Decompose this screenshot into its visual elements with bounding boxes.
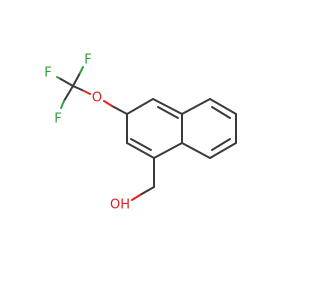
- bonds: [56, 66, 237, 201]
- bond: [126, 142, 155, 159]
- bond: [72, 72, 81, 87]
- bond: [152, 98, 183, 115]
- bond: [130, 138, 152, 151]
- bond: [56, 76, 60, 79]
- bond: [209, 142, 237, 159]
- bond: [126, 98, 154, 115]
- bond: [79, 66, 84, 74]
- atom-label-fluorine: F: [44, 66, 51, 81]
- bond: [63, 85, 74, 102]
- bond: [131, 194, 141, 201]
- bond: [181, 98, 211, 115]
- bond: [157, 106, 179, 119]
- atom-label-hydroxyl: OH: [110, 198, 130, 213]
- atom-label-fluorine: F: [84, 53, 91, 68]
- bond: [181, 142, 211, 159]
- bond: [111, 105, 128, 115]
- molecule-drawing: F F F O OH: [44, 53, 237, 213]
- bond: [72, 85, 83, 91]
- bond: [211, 106, 231, 119]
- bond: [211, 138, 231, 151]
- atom-label-fluorine: F: [54, 112, 61, 127]
- bond: [58, 77, 74, 87]
- bond: [139, 186, 155, 196]
- bond: [153, 142, 183, 159]
- structure-canvas: F F F O OH: [44, 53, 237, 213]
- bond: [81, 89, 91, 95]
- bond: [209, 98, 237, 115]
- atom-label-oxygen: O: [92, 91, 102, 106]
- atom-labels: F F F O OH: [44, 53, 130, 213]
- bond: [103, 100, 113, 107]
- bond: [60, 100, 65, 109]
